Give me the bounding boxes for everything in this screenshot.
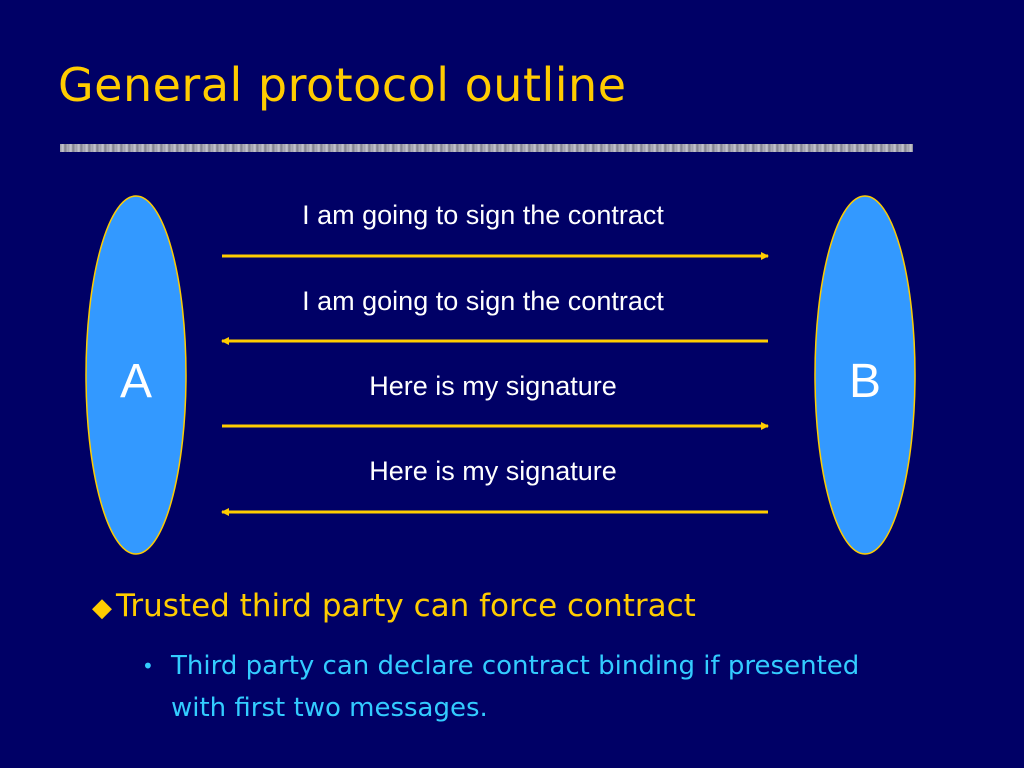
- party-b: B: [814, 195, 916, 555]
- message-4-label: Here is my signature: [369, 456, 617, 486]
- diamond-bullet-icon: ◆: [92, 593, 112, 623]
- message-3: Here is my signature: [222, 371, 769, 430]
- message-2: I am going to sign the contract: [221, 286, 768, 345]
- message-1: I am going to sign the contract: [222, 200, 769, 260]
- party-b-ellipse: [814, 195, 916, 555]
- message-4: Here is my signature: [221, 456, 768, 516]
- dot-bullet-icon: •: [142, 654, 154, 678]
- bullet-main-text: Trusted third party can force contract: [116, 588, 696, 624]
- bullet-sub-text: Third party can declare contract binding…: [171, 651, 860, 723]
- party-b-label: B: [849, 355, 881, 408]
- bullet-main: ◆Trusted third party can force contract: [92, 588, 696, 624]
- title-divider: [60, 144, 913, 152]
- message-2-label: I am going to sign the contract: [302, 286, 664, 316]
- message-1-label: I am going to sign the contract: [302, 200, 664, 230]
- bullet-sub: • Third party can declare contract bindi…: [142, 645, 902, 729]
- party-a-label: A: [120, 355, 152, 408]
- slide-title: General protocol outline: [58, 58, 627, 112]
- party-a-ellipse: [85, 195, 187, 555]
- party-a: A: [85, 195, 187, 555]
- message-3-label: Here is my signature: [369, 371, 617, 401]
